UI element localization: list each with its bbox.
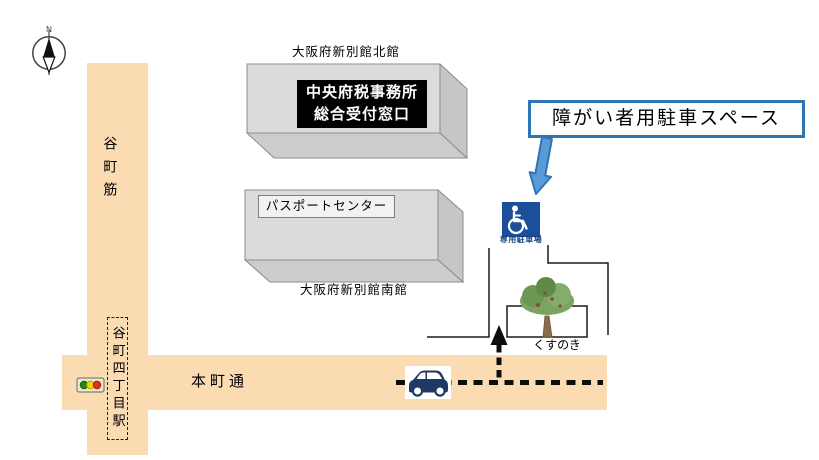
traffic-light-icon [76,377,105,393]
road-label-honmachi-dori: 本町通 [191,373,249,390]
tree-icon [520,277,574,338]
station-tanimachi-4chome: 谷町四丁目駅 [107,317,128,440]
road-label-tanimachi-suji: 谷町筋 [102,136,119,205]
parking-sign-caption: 専用駐車場 [499,235,543,244]
accessible-parking-callout: 障がい者用駐車スペース [528,100,805,138]
road-honmachi-dori [62,355,607,410]
compass-n-label: N [46,25,52,34]
site-boundary-lines [427,245,609,338]
tax-office-sign-line2: 総合受付窓口 [313,106,410,123]
building-south-label: 大阪府新別館南館 [299,283,408,297]
building-north-label: 大阪府新別館北館 [291,45,400,59]
station-label: 谷町四丁目駅 [110,326,126,431]
callout-arrow [528,135,553,195]
tax-office-sign: 中央府税事務所 総合受付窓口 [297,80,427,128]
passport-center-sign: パスポートセンター [258,195,395,218]
north-arrow-icon: N [32,25,66,75]
route-arrowhead [490,325,508,345]
car-icon [405,366,451,399]
tree-label: くすのき [533,338,581,352]
tax-office-sign-line1: 中央府税事務所 [305,83,418,101]
wheelchair-icon [502,202,540,237]
